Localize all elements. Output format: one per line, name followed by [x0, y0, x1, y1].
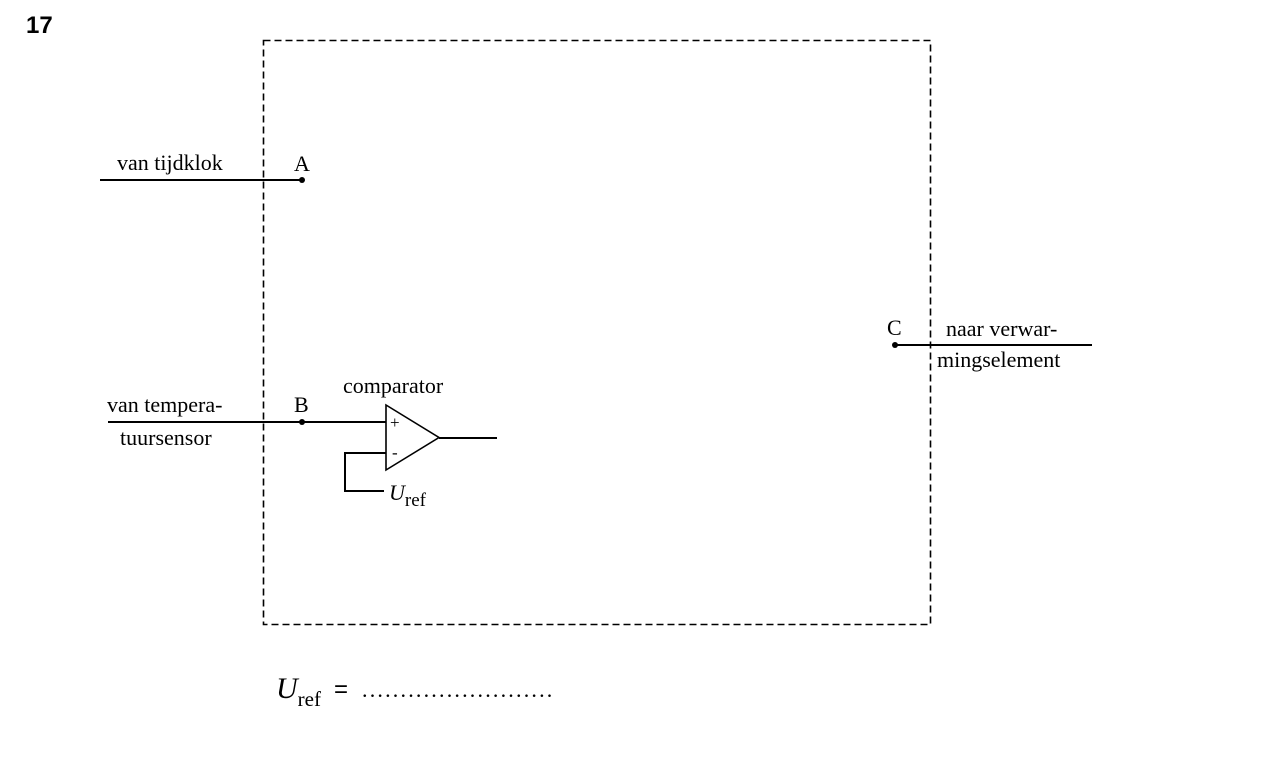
comparator-symbol [385, 403, 441, 472]
answer-uref-label: Uref [276, 672, 321, 711]
comparator-plus-sign: + [390, 413, 400, 432]
comparator-reference-wire [344, 452, 386, 492]
answer-equals-sign: = [334, 676, 348, 703]
label-naar-verwarmingselement-2: mingselement [937, 347, 1060, 372]
label-van-tijdklok: van tijdklok [117, 150, 223, 175]
label-van-temperatuursensor-2: tuursensor [120, 425, 212, 450]
label-naar-verwarmingselement-1: naar verwar- [946, 316, 1057, 341]
node-b-dot [299, 419, 305, 425]
node-label-b: B [294, 392, 309, 417]
answer-blank-field[interactable]: ......................... [362, 677, 555, 702]
comparator-minus-sign: - [392, 443, 398, 462]
node-label-c: C [887, 315, 902, 340]
node-label-a: A [294, 151, 310, 176]
label-van-temperatuursensor-1: van tempera- [107, 392, 222, 417]
node-c-dot [892, 342, 898, 348]
comparator-ref-label: Uref [389, 480, 427, 511]
node-a-dot [299, 177, 305, 183]
comparator-title: comparator [343, 373, 444, 398]
dashed-boundary-box [262, 39, 932, 626]
question-number: 17 [26, 12, 53, 39]
